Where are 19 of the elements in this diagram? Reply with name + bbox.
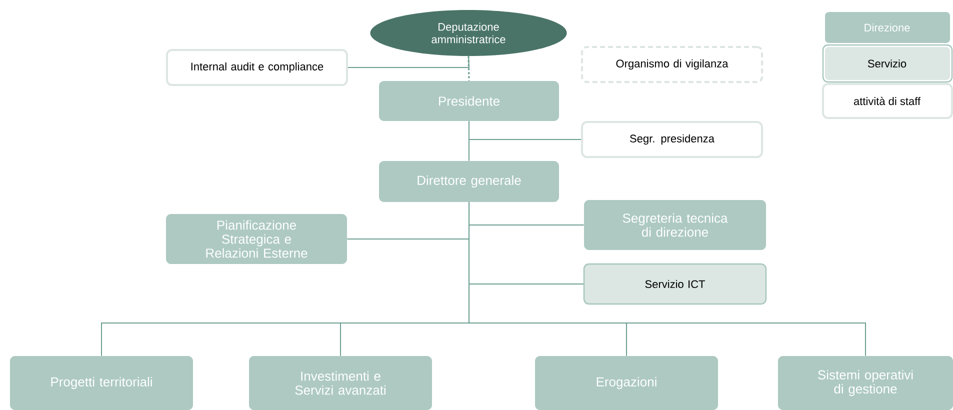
connector-line [468, 56, 470, 81]
direction-box: Direttore generale [379, 161, 559, 202]
legend-item: Direzione [825, 12, 950, 43]
direction-box: Pianificazione Strategica e Relazioni Esterne [166, 214, 347, 264]
direction-box: Progetti territoriali [10, 356, 193, 410]
staff-box: Segr. presidenza [581, 121, 763, 158]
direction-box: Investimenti e Servizi avanzati [249, 356, 432, 410]
direction-box: Sistemi operativi di gestione [778, 356, 953, 410]
service-box: Servizio ICT [583, 263, 767, 305]
connector-line [468, 120, 582, 140]
direction-box: Segreteria tecnica di direzione [584, 200, 766, 250]
staff-box: Organismo di vigilanza [581, 46, 763, 83]
legend-item: Servizio [822, 44, 953, 83]
direction-box: Presidente [379, 81, 559, 121]
connector-line [468, 202, 866, 356]
direction-box: Erogazioni [535, 356, 718, 410]
legend-item: attività di staff [822, 83, 953, 119]
staff-box: Internal audit e compliance [166, 49, 348, 86]
connector-line [348, 56, 470, 68]
